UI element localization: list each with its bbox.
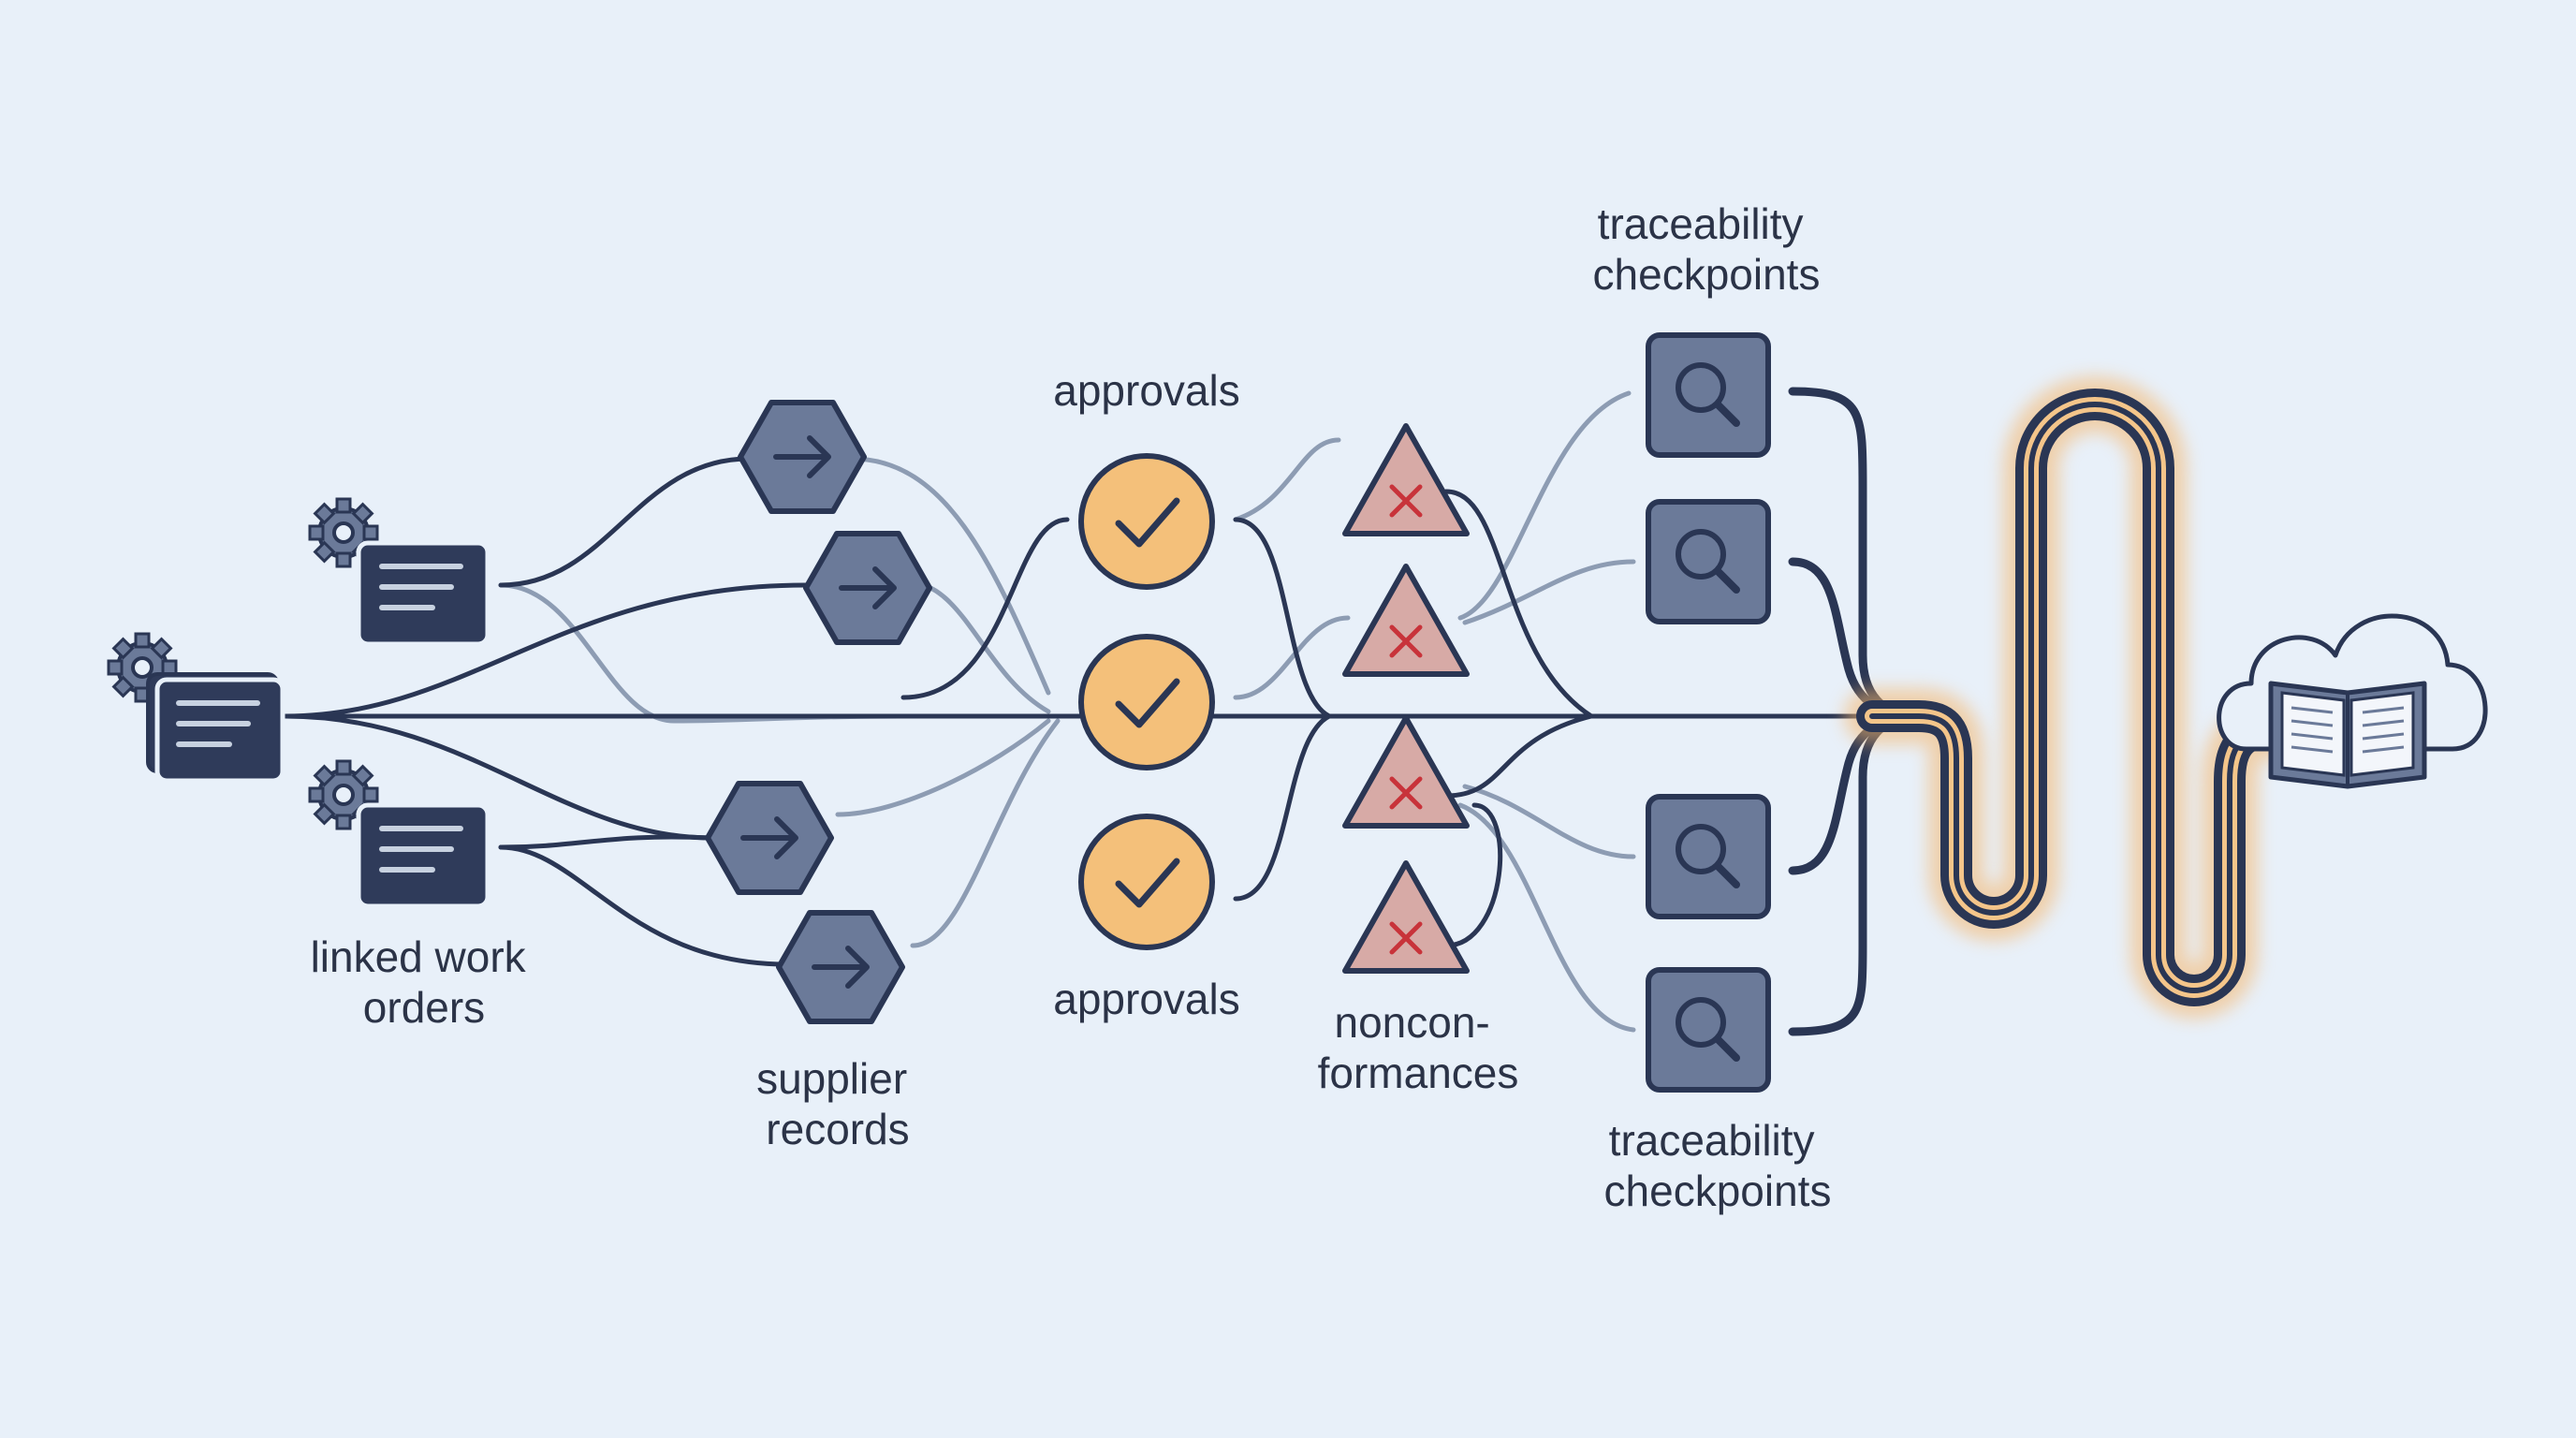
approvals-top-label: approvals [1053, 366, 1239, 415]
approvals [1078, 453, 1215, 950]
arrow-hexagon-icon [705, 781, 834, 895]
serpentine-path [1844, 376, 2331, 1019]
work-orders [107, 497, 490, 909]
connectors [283, 387, 1924, 1036]
magnifier-square-icon [1646, 794, 1771, 919]
traceability-top-label: traceability checkpoints [1593, 199, 1821, 299]
traceability-bottom-label: traceability checkpoints [1604, 1116, 1832, 1215]
approvals-bottom-label: approvals [1053, 975, 1239, 1023]
document-gear-icon [308, 759, 490, 909]
magnifier-square-icon [1646, 499, 1771, 624]
work-orders-label: linked work orders [311, 932, 538, 1032]
document-gear-icon [308, 497, 490, 647]
supplier-records-label: supplier records [756, 1054, 919, 1153]
arrow-hexagon-icon [776, 910, 905, 1024]
supplier-records [705, 400, 932, 1024]
magnifier-square-icon [1646, 332, 1771, 458]
checkmark-circle-icon [1078, 634, 1215, 770]
document-gear-icon [107, 632, 285, 784]
nonconformances-label: noncon- formances [1318, 998, 1519, 1097]
warning-x-triangle-icon [1342, 860, 1470, 974]
warning-x-triangle-icon [1342, 564, 1470, 677]
traceability-checkpoints [1646, 332, 1771, 1093]
cloud-book-icon [2217, 613, 2488, 789]
warning-x-triangle-icon [1342, 423, 1470, 536]
checkmark-circle-icon [1078, 453, 1215, 590]
arrow-hexagon-icon [738, 400, 867, 514]
arrow-hexagon-icon [803, 531, 932, 645]
warning-x-triangle-icon [1342, 715, 1470, 829]
magnifier-square-icon [1646, 967, 1771, 1093]
nonconformances [1342, 423, 1470, 974]
labels: linked work orders supplier records appr… [311, 199, 1832, 1215]
checkmark-circle-icon [1078, 814, 1215, 950]
